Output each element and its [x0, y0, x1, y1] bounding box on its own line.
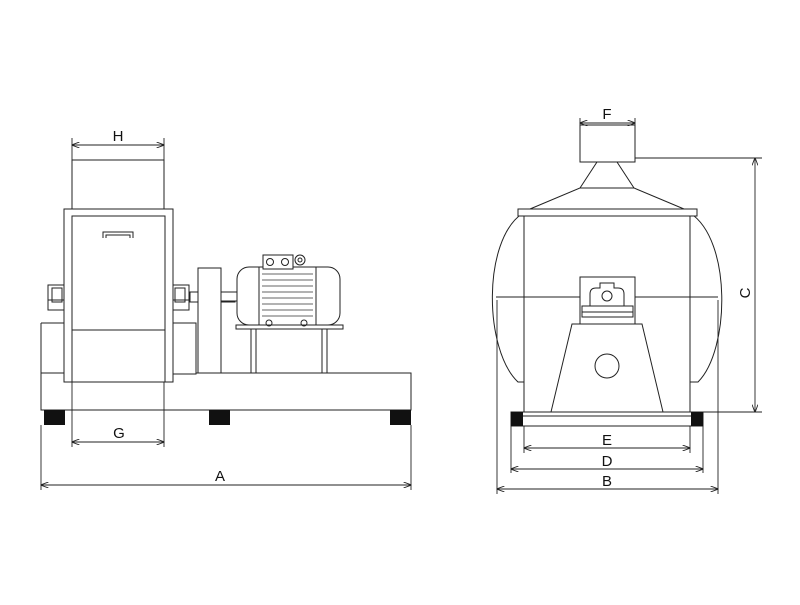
front-view: F C E D B — [491, 106, 762, 494]
label-G: G — [113, 425, 125, 442]
label-E: E — [602, 432, 612, 449]
label-B: B — [602, 473, 612, 490]
dimension-C: C — [635, 158, 762, 412]
dimension-A: A — [41, 425, 411, 490]
label-H: H — [113, 128, 124, 145]
electric-motor — [220, 254, 341, 327]
bearing-left — [47, 284, 65, 311]
dimension-F: F — [580, 106, 635, 125]
coupling-support — [197, 267, 222, 374]
inlet-hopper — [71, 159, 165, 210]
main-housing — [63, 208, 174, 383]
label-C: C — [737, 287, 754, 298]
motor-stand — [235, 324, 344, 373]
base-feet — [44, 410, 411, 425]
door-handle — [102, 231, 134, 238]
side-view: H G A — [40, 128, 412, 490]
bearing-right — [172, 284, 197, 375]
dimension-H: H — [72, 128, 164, 160]
dimension-B: B — [497, 300, 718, 494]
dimension-G: G — [72, 382, 164, 447]
label-F: F — [602, 106, 611, 123]
label-D: D — [602, 453, 613, 470]
label-A: A — [215, 468, 225, 485]
outlet-transition — [529, 161, 685, 210]
dimension-D: D — [511, 426, 703, 473]
dimension-E: E — [524, 426, 690, 453]
front-bearing — [579, 276, 636, 325]
outlet-duct — [579, 124, 636, 163]
